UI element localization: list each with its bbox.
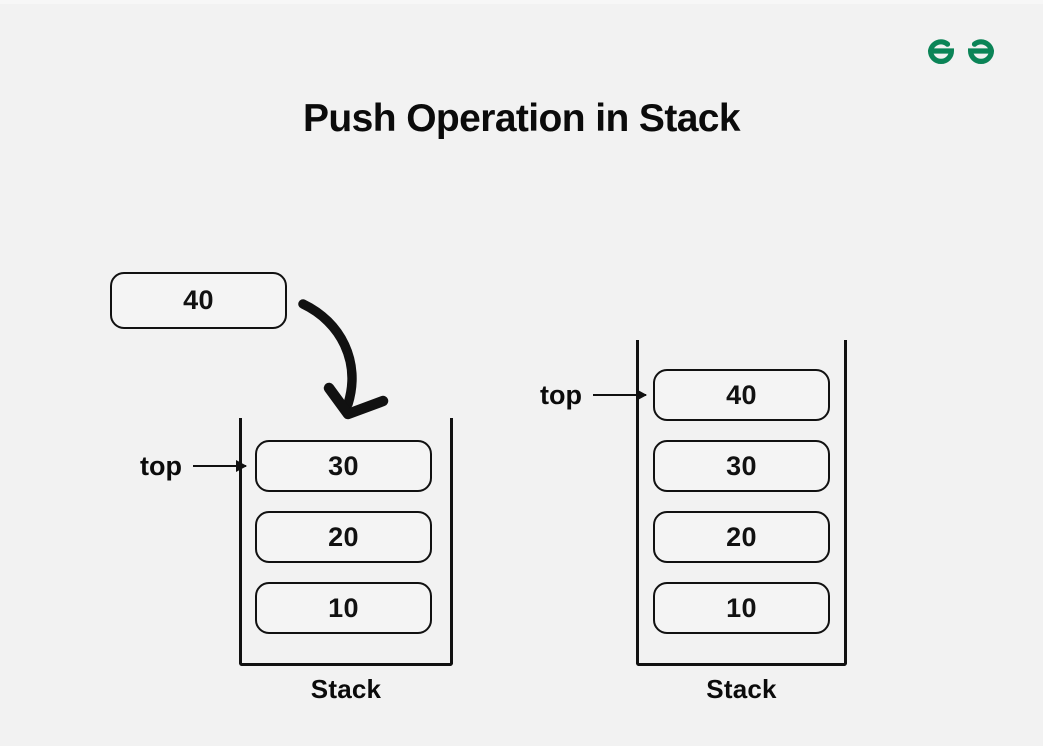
stack-item-after-2: 20 (653, 511, 830, 563)
pointer-arrow-icon (592, 393, 646, 397)
stack-item-before-0: 30 (255, 440, 432, 492)
stack-caption-before: Stack (310, 674, 382, 704)
top-pointer-before: top (140, 449, 246, 483)
stack-container-after (636, 340, 847, 666)
push-value-box: 40 (110, 272, 287, 329)
page-title: Push Operation in Stack (303, 97, 741, 140)
stack-container-before (239, 418, 453, 666)
pointer-arrow-icon (192, 464, 246, 468)
top-pointer-label: top (140, 450, 182, 481)
stack-caption-after: Stack (706, 674, 777, 704)
top-edge-strip (0, 0, 1043, 4)
top-pointer-label: top (540, 379, 582, 410)
top-pointer-after: top (540, 378, 646, 412)
stack-item-after-3: 10 (653, 582, 830, 634)
stack-item-before-2: 10 (255, 582, 432, 634)
geeksforgeeks-logo (925, 31, 997, 71)
stack-item-after-1: 30 (653, 440, 830, 492)
stack-item-after-0: 40 (653, 369, 830, 421)
curved-push-arrow (285, 288, 405, 428)
stack-item-before-1: 20 (255, 511, 432, 563)
